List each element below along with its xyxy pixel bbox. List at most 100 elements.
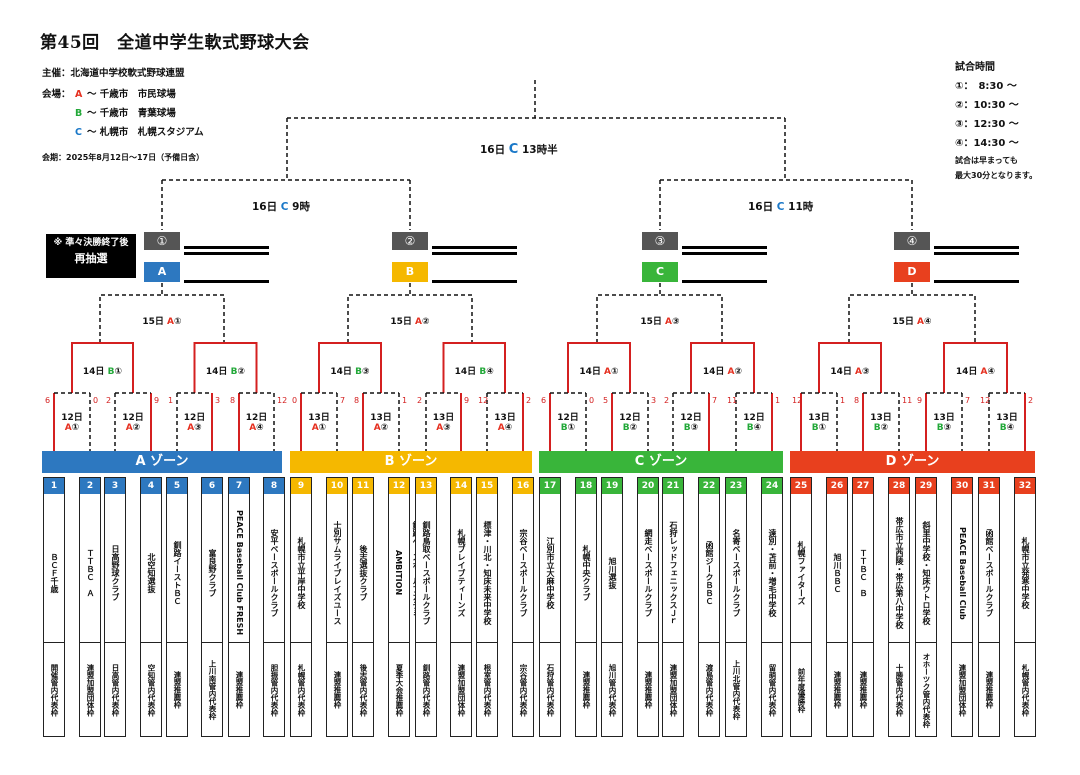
- match-slot: ①: [71, 423, 80, 433]
- score: 1: [168, 396, 174, 405]
- final-day: 16日: [480, 144, 506, 156]
- team-divider: [327, 642, 347, 643]
- result-line: [934, 246, 1019, 249]
- team-number: 31: [979, 478, 999, 494]
- team-card: 8 安平ベースボールクラブ 胆振管内代表枠: [263, 477, 285, 737]
- team-card: 26 旭川ＢＢＣ 連盟推薦枠: [826, 477, 848, 737]
- slot-zone: B: [392, 262, 428, 282]
- venue-c-text: ～ 札幌市 札幌スタジアム: [87, 127, 204, 138]
- match-venue: A: [311, 423, 319, 433]
- team-card: 11 後志選抜クラブ 後志管内代表枠: [352, 477, 374, 737]
- match-slot: ②: [422, 317, 430, 327]
- bracket-line: [318, 342, 382, 393]
- team-divider: [979, 642, 999, 643]
- match-slot: ②: [132, 423, 141, 433]
- match-slot: ③: [943, 423, 952, 433]
- score: 8: [230, 396, 236, 405]
- match-venue: A: [249, 423, 257, 433]
- match-venue: A: [187, 423, 195, 433]
- team-divider: [80, 642, 100, 643]
- team-card: 23 名寄ベースボールクラブ 上川北管内代表枠: [725, 477, 747, 737]
- team-quota: オホーツク管内代表枠: [922, 652, 931, 728]
- team-name: 斜里中学校・知床ウトロ学校: [922, 521, 931, 625]
- team-quota: 開催管内代表枠: [50, 663, 59, 717]
- score: 3: [215, 396, 221, 405]
- schedule-time-3: ③：12:30 ～: [955, 119, 1019, 130]
- team-name: 札幌中央クラブ: [582, 545, 591, 601]
- team-card: 21 石狩レッドフェニックスＪｒ 連盟加盟団体枠: [662, 477, 684, 737]
- team-name: 江別市立大麻中学校: [546, 537, 555, 609]
- team-card: 29 斜里中学校・知床ウトロ学校 オホーツク管内代表枠: [915, 477, 937, 737]
- team-number: 30: [952, 478, 972, 494]
- match-slot: ①: [567, 423, 576, 433]
- venue-b-letter: B: [75, 108, 83, 119]
- venues-label: 会場：: [42, 89, 71, 100]
- team-card: 19 旭川選抜 旭川管内代表枠: [601, 477, 623, 737]
- result-line: [934, 252, 1019, 255]
- team-card: 18 札幌中央クラブ 連盟推薦枠: [575, 477, 597, 737]
- team-number: 9: [291, 478, 311, 494]
- team-card: 13 釧路鳥取ベースボールクラブ 釧路管内代表枠: [415, 477, 437, 737]
- match-slot: ③: [862, 367, 870, 377]
- team-number: 26: [827, 478, 847, 494]
- team-quota: 後志管内代表枠: [359, 663, 368, 717]
- match-label: 14日 A②: [695, 364, 751, 377]
- match-venue: A: [415, 317, 422, 327]
- team-card: 1 ＢＣＦ千歳 開催管内代表枠: [43, 477, 65, 737]
- match-venue: A: [604, 367, 611, 377]
- team-name: ＴＴＢＣ Ａ: [86, 549, 95, 597]
- match-venue: B: [683, 423, 691, 433]
- match-slot: ④: [256, 423, 264, 433]
- match-label: 14日 B①: [75, 364, 131, 377]
- team-divider: [916, 642, 936, 643]
- team-number: 23: [726, 478, 746, 494]
- match-slot: ②: [237, 367, 246, 377]
- team-number: 2: [80, 478, 100, 494]
- match-venue: B: [873, 423, 881, 433]
- team-quota: 日高管内代表枠: [111, 663, 120, 717]
- match-day: 13日: [432, 413, 455, 423]
- match-label: 14日 B④: [446, 364, 502, 377]
- semi-1-venue: C: [280, 201, 289, 213]
- team-card: 7 PEACE Baseball Club FRESH 連盟推薦枠: [228, 477, 250, 737]
- match-venue: A: [855, 367, 862, 377]
- match-label: 15日 A②: [375, 314, 445, 327]
- match-day: 15日: [390, 317, 412, 327]
- team-quota: 石狩管内代表枠: [546, 663, 555, 717]
- result-line: [682, 252, 767, 255]
- score: 3: [651, 396, 657, 405]
- match-day: 14日: [830, 367, 852, 377]
- match-day: 13日: [308, 413, 330, 423]
- team-card: 30 PEACE Baseball Club 連盟加盟団体枠: [951, 477, 973, 737]
- team-number: 27: [853, 478, 873, 494]
- team-quota: 根室管内代表枠: [483, 663, 492, 717]
- redraw-note: ※ 準々決勝終了後 再抽選: [46, 234, 136, 278]
- team-divider: [513, 642, 533, 643]
- team-card: 2 ＴＴＢＣ Ａ 連盟加盟団体枠: [79, 477, 101, 737]
- bracket-line: [690, 342, 755, 393]
- team-name: 函館ベースボールクラブ: [985, 529, 994, 617]
- team-name: 北空知選抜: [147, 553, 156, 593]
- score: 2: [664, 396, 670, 405]
- team-quota: 釧路管内代表枠: [422, 663, 431, 717]
- match-venue: B: [746, 423, 754, 433]
- score: 5: [603, 396, 609, 405]
- team-quota: 連盟加盟団体枠: [86, 663, 95, 717]
- match-label: 14日 A③: [822, 364, 878, 377]
- match-day: 13日: [996, 413, 1018, 423]
- match-slot: ④: [486, 367, 494, 377]
- match-day: 12日: [743, 413, 765, 423]
- team-divider: [389, 642, 409, 643]
- team-divider: [44, 642, 64, 643]
- match-label: 14日 A①: [571, 364, 627, 377]
- team-name: 安平ベースボールクラブ: [270, 529, 279, 617]
- page-title: 第45回 全道中学生軟式野球大会: [40, 33, 310, 53]
- score: 12: [478, 396, 489, 405]
- venue-b: B～ 千歳市 青葉球場: [75, 105, 176, 119]
- team-quota: 留萌管内代表枠: [768, 663, 777, 717]
- team-card: 22 函館ジークＢＢＣ 渡島管内代表枠: [698, 477, 720, 737]
